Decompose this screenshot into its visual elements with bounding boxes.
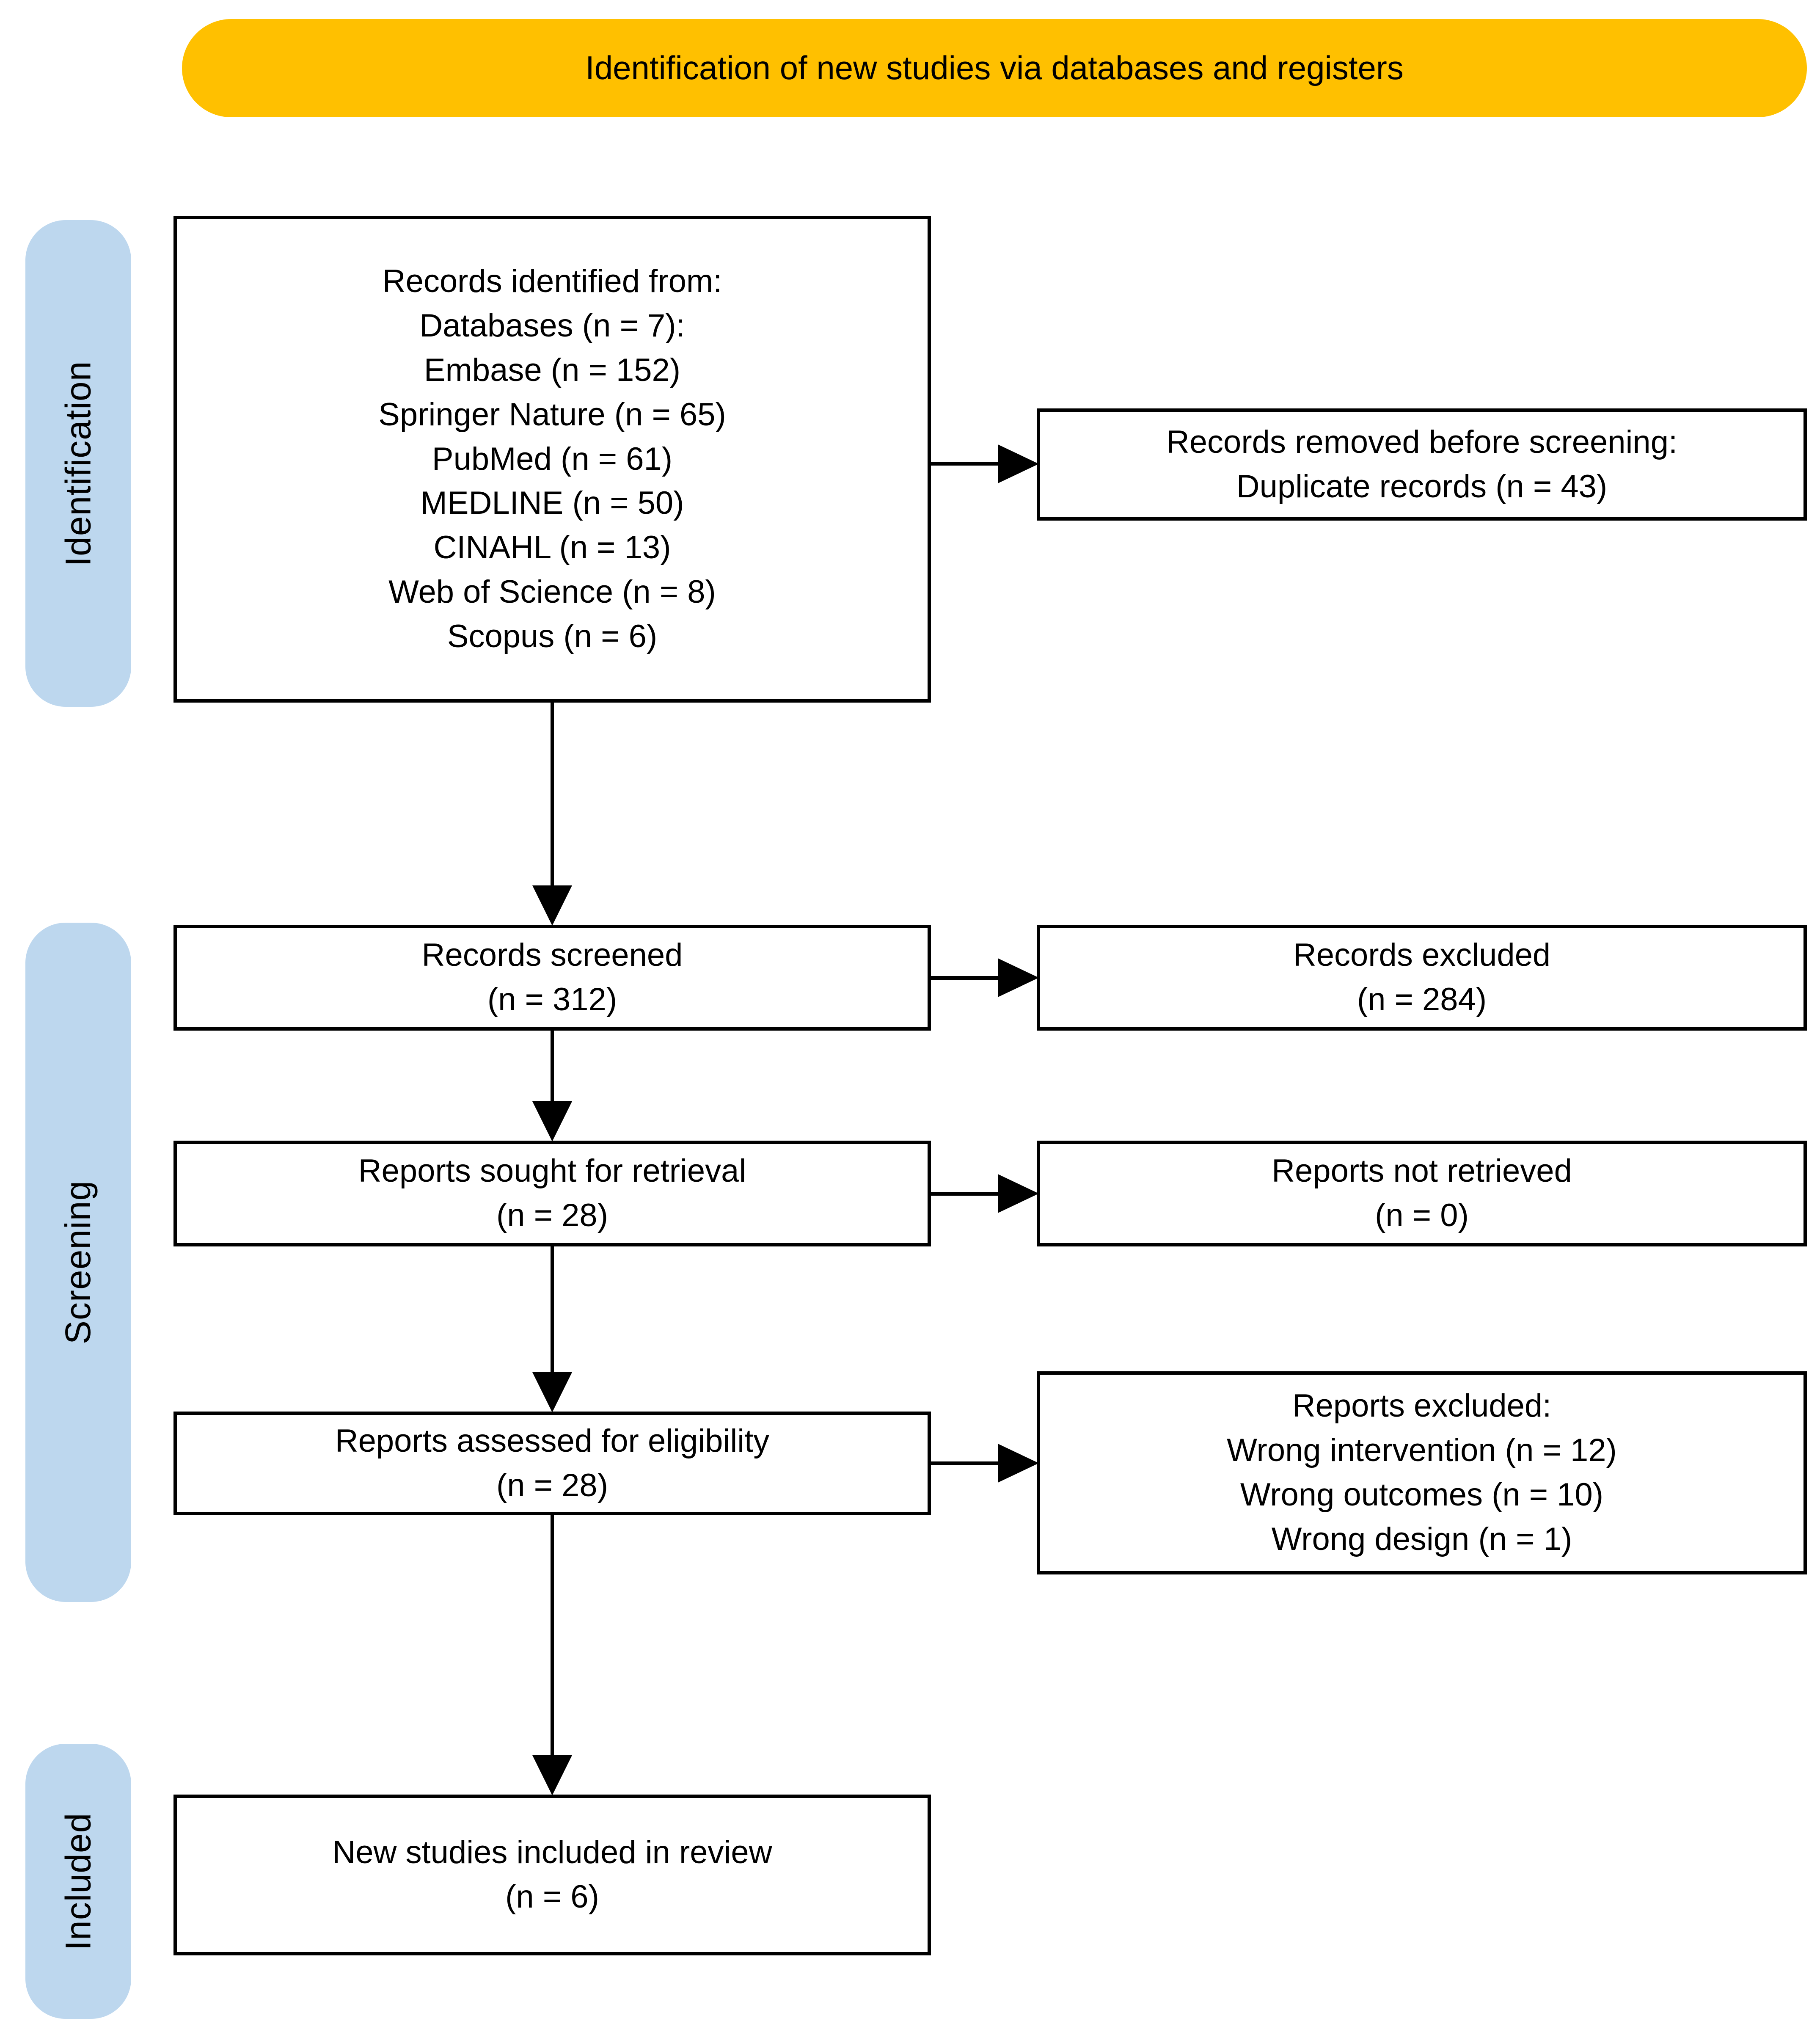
arrow-screened-to-sought-shaft bbox=[551, 1031, 554, 1103]
arrow-screened-to-sought-head bbox=[532, 1101, 572, 1141]
stage-label-identification: Identification bbox=[25, 220, 131, 707]
arrow-identified-to-screened-head bbox=[532, 885, 572, 926]
stage-label-identification-text: Identification bbox=[58, 361, 98, 566]
arrow-sought-to-not-retrieved-head bbox=[998, 1174, 1039, 1213]
box-records-excluded: Records excluded (n = 284) bbox=[1037, 925, 1807, 1031]
arrow-sought-to-assessed-shaft bbox=[551, 1246, 554, 1373]
box-reports-assessed: Reports assessed for eligibility (n = 28… bbox=[173, 1412, 931, 1515]
arrow-identified-to-removed-head bbox=[998, 444, 1039, 483]
box-records-screened: Records screened (n = 312) bbox=[173, 925, 931, 1031]
arrow-identified-to-removed-shaft bbox=[931, 462, 1001, 466]
box-records-removed: Records removed before screening: Duplic… bbox=[1037, 408, 1807, 521]
arrow-assessed-to-reports-excluded-head bbox=[998, 1444, 1039, 1483]
stage-label-screening: Screening bbox=[25, 923, 131, 1602]
box-reports-not-retrieved: Reports not retrieved (n = 0) bbox=[1037, 1141, 1807, 1246]
arrow-sought-to-assessed-head bbox=[532, 1372, 572, 1412]
arrow-assessed-to-included-shaft bbox=[551, 1515, 554, 1756]
arrow-assessed-to-reports-excluded-shaft bbox=[931, 1461, 1001, 1465]
banner: Identification of new studies via databa… bbox=[182, 19, 1807, 117]
box-reports-sought: Reports sought for retrieval (n = 28) bbox=[173, 1141, 931, 1246]
arrow-assessed-to-included-head bbox=[532, 1755, 572, 1795]
stage-label-included: Included bbox=[25, 1744, 131, 2019]
arrow-sought-to-not-retrieved-shaft bbox=[931, 1192, 1001, 1196]
arrow-screened-to-excluded-shaft bbox=[931, 976, 1001, 980]
arrow-identified-to-screened-shaft bbox=[551, 703, 554, 887]
box-new-studies-included: New studies included in review (n = 6) bbox=[173, 1795, 931, 1955]
stage-label-included-text: Included bbox=[58, 1812, 98, 1950]
box-reports-excluded: Reports excluded: Wrong intervention (n … bbox=[1037, 1371, 1807, 1574]
box-records-identified: Records identified from: Databases (n = … bbox=[173, 216, 931, 703]
arrow-screened-to-excluded-head bbox=[998, 958, 1039, 997]
banner-title: Identification of new studies via databa… bbox=[585, 49, 1404, 87]
stage-label-screening-text: Screening bbox=[58, 1180, 98, 1345]
